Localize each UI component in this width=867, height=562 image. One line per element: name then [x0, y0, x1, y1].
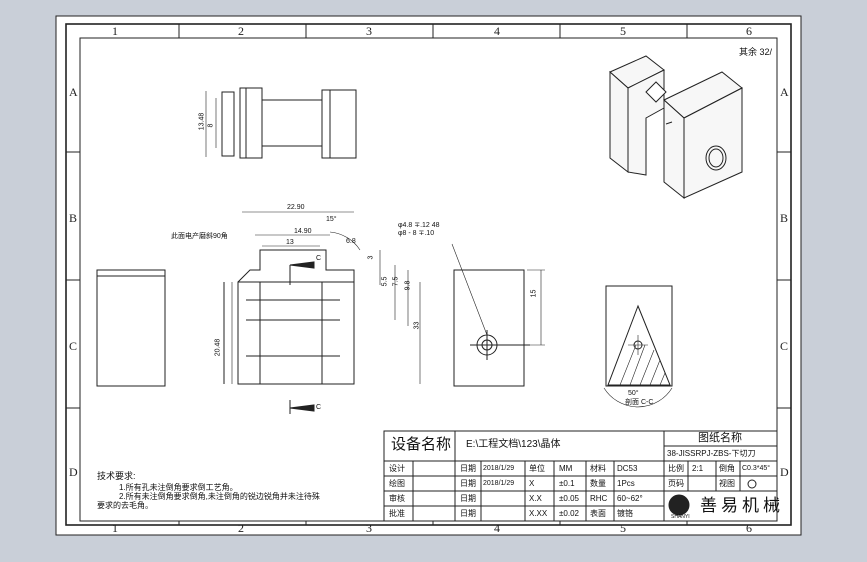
zone-col-1-bottom: 1	[112, 521, 118, 535]
note-item: 1.所有孔未注倒角要求倒工艺角。	[119, 483, 238, 492]
dim-chamfer: 6.8	[346, 238, 356, 245]
cut-mark-top: C	[316, 255, 322, 262]
zone-col-5-bottom: 5	[620, 521, 626, 535]
role-label: 绘图	[389, 479, 405, 488]
zone-row-c-right: C	[780, 339, 789, 353]
unit-label: 单位	[529, 464, 545, 473]
dim-top-h1: 13.48	[198, 112, 206, 131]
arrow-note: 此面电产磨斜90角	[171, 233, 228, 240]
date-label: 日期	[460, 494, 476, 503]
company-logo: SHANYI	[671, 514, 690, 520]
device-name-label: 设备名称	[391, 436, 452, 453]
page-label: 页码	[668, 479, 684, 488]
tolerance-label: X	[529, 479, 535, 488]
zone-col-3-bottom: 3	[366, 521, 372, 535]
company-name: 善易机械	[700, 496, 784, 515]
tolerance-label: X.XX	[529, 509, 548, 518]
zone-row-d: D	[69, 465, 78, 479]
chamfer-label: 倒角	[719, 464, 735, 473]
view-label: 视图	[719, 479, 735, 488]
dim-2048: 20.48	[214, 338, 222, 357]
date-label: 日期	[460, 479, 476, 488]
quantity-value: 1Pcs	[617, 479, 635, 488]
date-value: 2018/1/29	[483, 465, 515, 472]
section-angle: 50°	[628, 390, 639, 397]
zone-col-5: 5	[620, 24, 626, 38]
zone-row-a-right: A	[780, 85, 789, 99]
chamfer-value: C0.3*45°	[742, 465, 771, 472]
zone-row-b-right: B	[780, 211, 789, 225]
zone-col-6-bottom: 6	[746, 521, 752, 535]
section-label: 剖面 C-C	[625, 399, 654, 406]
left-view	[96, 269, 166, 387]
unit-value: MM	[559, 464, 573, 473]
dim-98: 9.8	[404, 280, 412, 291]
zone-row-b: B	[69, 211, 78, 225]
quantity-label: 数量	[590, 479, 606, 488]
material-label: 材料	[590, 464, 606, 473]
tolerance-value: ±0.05	[559, 494, 579, 503]
zone-col-6: 6	[746, 24, 752, 38]
hardness-label: RHC	[590, 494, 608, 503]
dim-75: 7.5	[392, 276, 400, 287]
dim-3: 3	[367, 255, 375, 260]
hole-spec: φ4.8 ∓.12 48	[398, 222, 440, 229]
zone-row-d-right: D	[780, 465, 789, 479]
hole-spec-2: φ8 - 8 ∓.10	[398, 230, 435, 237]
drawing-number: 38-JISSRPJ-ZBS-下切刀	[667, 449, 756, 458]
zone-col-3: 3	[366, 24, 372, 38]
scale-value: 2:1	[692, 464, 704, 473]
hardness-value: 60~62°	[617, 494, 643, 503]
date-label: 日期	[460, 509, 476, 518]
zone-col-4-bottom: 4	[494, 521, 500, 535]
zone-col-1: 1	[112, 24, 118, 38]
roughness-symbol: 其余 32/	[739, 47, 773, 57]
dim-len-mid: 14.90	[294, 228, 312, 235]
cut-mark-bottom: C	[316, 404, 322, 411]
tolerance-label: X.X	[529, 494, 542, 503]
dim-side-15: 15	[530, 289, 538, 298]
zone-col-2: 2	[238, 24, 244, 38]
dim-len-total: 22.90	[287, 204, 305, 211]
role-label: 设计	[389, 464, 405, 473]
section-view	[603, 285, 673, 408]
date-label: 日期	[460, 464, 476, 473]
isometric-view	[609, 55, 743, 200]
note-item: 要求的去毛角。	[97, 501, 153, 510]
dim-top-h2: 8	[207, 123, 215, 128]
title-block	[383, 430, 778, 522]
scale-label: 比例	[668, 464, 684, 473]
zone-row-a: A	[69, 85, 78, 99]
dim-angle: 15°	[326, 216, 337, 223]
top-view	[205, 87, 357, 159]
zone-col-4: 4	[494, 24, 500, 38]
zone-col-2-bottom: 2	[238, 521, 244, 535]
role-label: 批准	[389, 509, 405, 518]
tolerance-value: ±0.02	[559, 509, 579, 518]
dim-55: 5.5	[381, 276, 389, 287]
drawing-name-label: 图纸名称	[698, 432, 742, 444]
material-value: DC53	[617, 464, 638, 473]
surface-value: 镀铬	[617, 509, 633, 518]
device-path: E:\工程文档\123\晶体	[466, 439, 561, 450]
front-view	[223, 211, 421, 414]
dim-len-short: 13	[286, 239, 294, 246]
zone-row-c: C	[69, 339, 78, 353]
side-view	[451, 243, 545, 387]
dim-33: 33	[413, 321, 421, 330]
surface-label: 表面	[590, 509, 606, 518]
role-label: 审核	[389, 494, 405, 503]
date-value: 2018/1/29	[483, 480, 515, 487]
tolerance-value: ±0.1	[559, 479, 575, 488]
note-item: 2.所有未注倒角要求倒角,未注倒角的锐边锐角并未注待殊	[119, 492, 320, 501]
notes-title: 技术要求:	[97, 471, 136, 481]
